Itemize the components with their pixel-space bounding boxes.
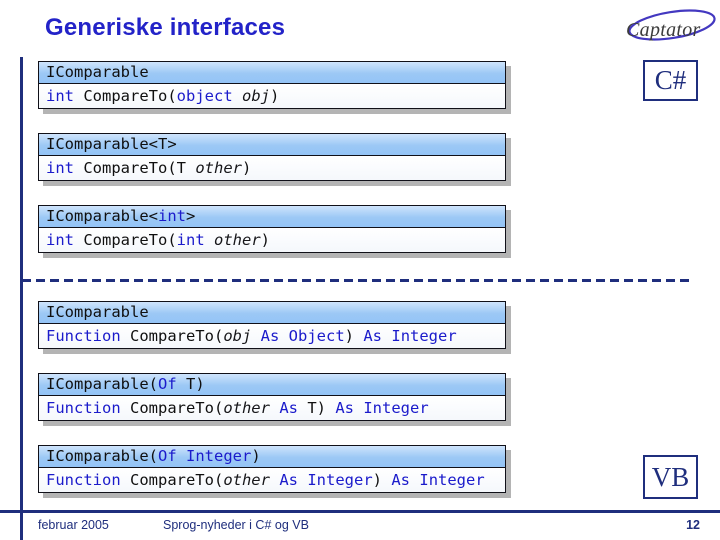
code-token: CompareTo(: [120, 471, 224, 489]
footer-date: februar 2005: [38, 518, 109, 532]
code-token: Function: [46, 327, 121, 345]
code-box-body: int CompareTo(object obj): [39, 84, 505, 108]
code-token: IComparable: [46, 63, 149, 81]
footer-subject: Sprog-nyheder i C# og VB: [163, 518, 309, 532]
code-box-header: IComparable<T>: [39, 134, 505, 156]
code-token: As: [279, 471, 298, 489]
code-token: obj: [242, 87, 270, 105]
code-token: T): [298, 399, 336, 417]
footer-page-number: 12: [686, 518, 700, 532]
code-token: CompareTo(: [74, 87, 177, 105]
code-token: T): [176, 375, 205, 393]
code-token: int: [46, 159, 74, 177]
code-token: As: [260, 327, 280, 345]
code-token: As: [335, 399, 354, 417]
code-token: Of: [157, 447, 177, 465]
code-box-body: Function CompareTo(obj As Object) As Int…: [39, 324, 505, 348]
code-token: [270, 471, 279, 489]
footer-line: [0, 510, 720, 513]
code-token: ): [260, 231, 271, 249]
code-token: int: [46, 87, 74, 105]
code-token: int: [46, 231, 74, 249]
code-token: other: [195, 159, 242, 177]
code-box-header: IComparable: [39, 302, 505, 324]
code-box-header: IComparable: [39, 62, 505, 84]
code-token: Integer: [419, 471, 485, 489]
code-box-body: int CompareTo(T other): [39, 156, 505, 180]
code-token: int: [176, 231, 205, 249]
vb-badge: VB: [643, 455, 698, 499]
code-token: other: [223, 471, 270, 489]
code-box-body: int CompareTo(int other): [39, 228, 505, 252]
code-token: As: [391, 471, 411, 489]
code-token: >: [185, 207, 196, 225]
code-box-body: Function CompareTo(other As T) As Intege…: [39, 396, 505, 420]
code-token: Integer: [307, 471, 373, 489]
code-token: Function: [46, 471, 121, 489]
code-token: [233, 87, 242, 105]
code-token: [298, 471, 307, 489]
code-token: IComparable<: [46, 207, 158, 225]
code-token: Integer: [186, 447, 252, 465]
code-token: IComparable(: [46, 447, 158, 465]
code-token: [270, 399, 279, 417]
code-token: other: [214, 231, 261, 249]
captator-logo-graphic: Captator: [626, 9, 716, 41]
code-box: IComparable<T> int CompareTo(T other): [38, 133, 506, 181]
slide-title: Generiske interfaces: [45, 14, 286, 41]
code-token: CompareTo(: [120, 327, 224, 345]
code-token: Of: [157, 375, 177, 393]
code-token: [410, 471, 419, 489]
code-token: As: [363, 327, 383, 345]
section-divider-dashed: [22, 279, 690, 282]
code-token: Function: [46, 399, 121, 417]
code-token: [205, 231, 214, 249]
code-token: IComparable(: [46, 375, 158, 393]
code-box: IComparable int CompareTo(object obj): [38, 61, 506, 109]
code-token: [382, 327, 391, 345]
code-token: int: [157, 207, 186, 225]
code-token: IComparable<T>: [46, 135, 177, 153]
code-token: [177, 447, 186, 465]
code-token: CompareTo(: [120, 399, 224, 417]
captator-logo: Captator: [620, 5, 720, 49]
code-token: Integer: [391, 327, 457, 345]
code-token: As: [279, 399, 298, 417]
code-token: IComparable: [46, 303, 149, 321]
code-box: IComparable(Of T)Function CompareTo(othe…: [38, 373, 506, 421]
code-token: ): [270, 87, 280, 105]
code-box-header: IComparable<int>: [39, 206, 505, 228]
code-token: ): [251, 447, 261, 465]
code-token: Integer: [363, 399, 429, 417]
code-box: IComparable(Of Integer)Function CompareT…: [38, 445, 506, 493]
code-token: object: [176, 87, 233, 105]
code-box: IComparable<int>int CompareTo(int other): [38, 205, 506, 253]
code-token: other: [223, 399, 270, 417]
code-box-header: IComparable(Of Integer): [39, 446, 505, 468]
logo-ellipse-swoosh: [628, 9, 716, 41]
code-token: CompareTo(: [74, 231, 177, 249]
code-token: CompareTo(T: [74, 159, 196, 177]
code-token: [354, 399, 363, 417]
csharp-badge: C#: [643, 60, 698, 101]
left-accent-bar: [20, 57, 23, 540]
logo-text: Captator: [626, 19, 701, 41]
code-token: ): [344, 327, 364, 345]
code-token: [279, 327, 288, 345]
code-token: [251, 327, 260, 345]
code-token: ): [372, 471, 392, 489]
code-token: ): [242, 159, 252, 177]
code-token: obj: [223, 327, 252, 345]
code-box-header: IComparable(Of T): [39, 374, 505, 396]
code-box-body: Function CompareTo(other As Integer) As …: [39, 468, 505, 492]
code-token: Object: [288, 327, 345, 345]
